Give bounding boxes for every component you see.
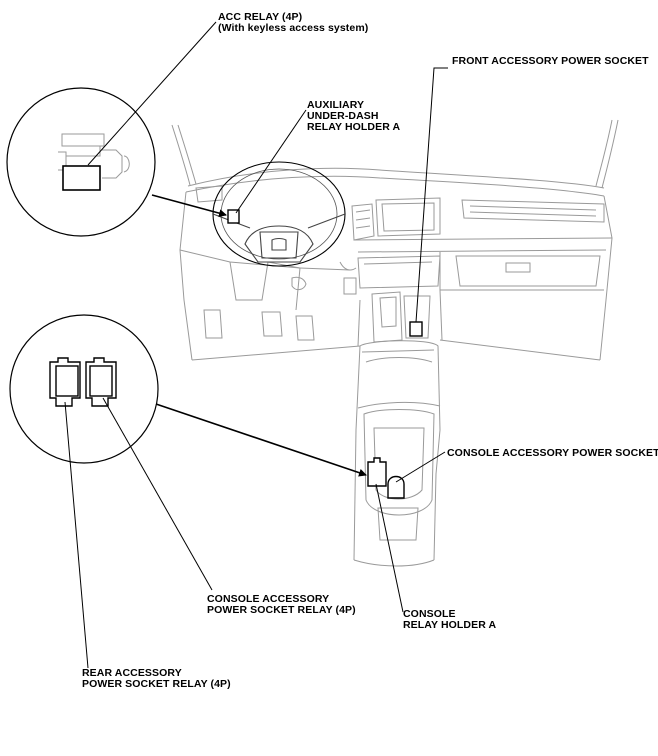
console-holder-leader <box>375 483 404 613</box>
console-socket-leader <box>395 451 446 483</box>
dashboard-outline <box>171 119 619 567</box>
acc-relay-leader <box>87 21 217 166</box>
console-socket-relay-leader <box>102 397 213 591</box>
socket-relays-pointer-arrow <box>155 403 367 477</box>
aux-holder-leader <box>235 109 307 214</box>
acc-relay-pointer-arrow <box>151 194 227 218</box>
aux-relay-holder-marker <box>227 209 240 224</box>
console-socket-marker <box>387 475 405 499</box>
acc-relay-label: ACC RELAY (4P)(With keyless access syste… <box>218 11 369 34</box>
rear-socket-relay-leader <box>64 401 89 669</box>
socket-relays-callout <box>9 314 159 464</box>
component-markers <box>227 209 423 499</box>
steering-wheel <box>212 161 346 267</box>
front-socket-label: FRONT ACCESSORY POWER SOCKET <box>452 55 649 67</box>
acc-relay-callout <box>6 87 156 237</box>
acc-relay-body <box>62 165 101 191</box>
front-socket-marker <box>409 321 423 337</box>
console-relay-holder-marker <box>367 457 387 487</box>
leader-lines <box>64 21 448 669</box>
front-socket-leader <box>415 67 448 323</box>
console-socket-label: CONSOLE ACCESSORY POWER SOCKET <box>447 447 658 459</box>
